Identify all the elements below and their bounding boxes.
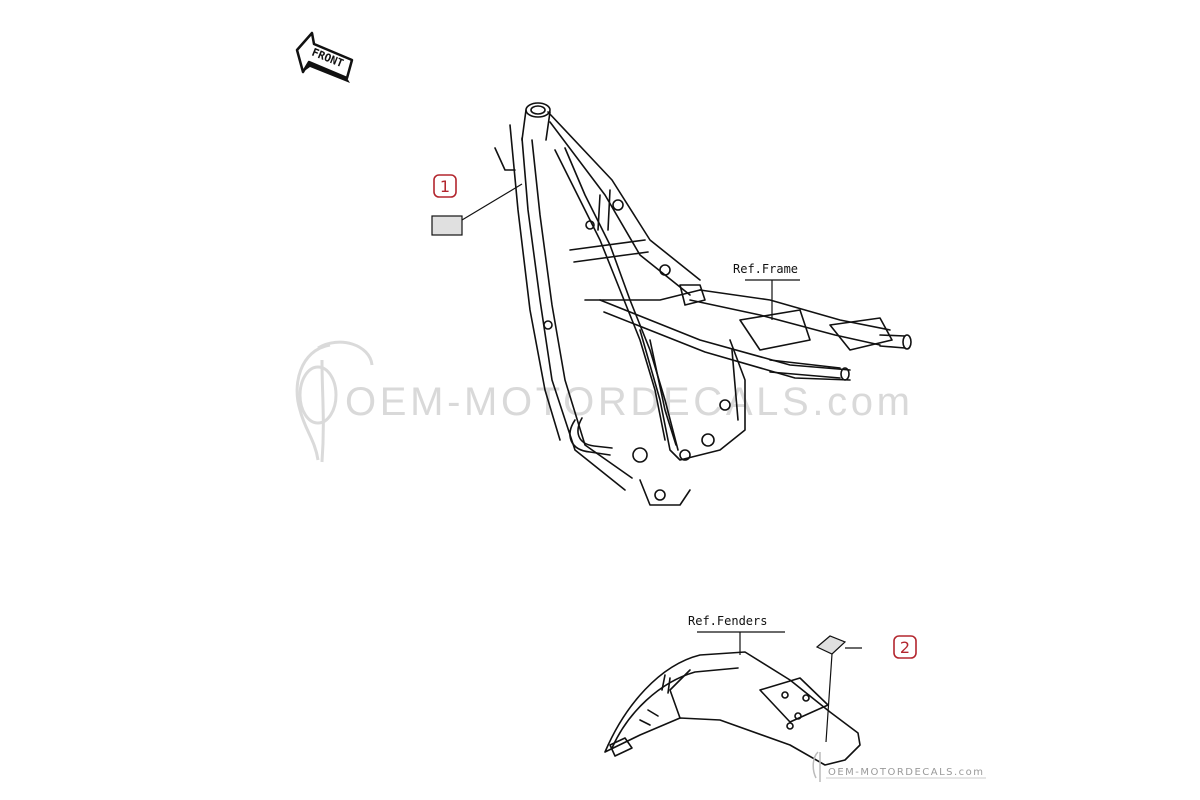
decal-1[interactable] bbox=[431, 215, 463, 236]
leader-line-1 bbox=[461, 183, 523, 221]
fender-drawing bbox=[604, 651, 861, 766]
footer-watermark-text: OEM-MOTORDECALS.com bbox=[828, 767, 983, 778]
footer-logo-icon bbox=[812, 751, 821, 782]
ref-fenders-bracket bbox=[697, 631, 785, 655]
front-arrow: FRONT bbox=[295, 31, 354, 83]
watermark-logo-icon bbox=[295, 340, 374, 463]
callout-2[interactable]: 2 bbox=[893, 635, 917, 659]
watermark: OEM-MOTORDECALS.com bbox=[295, 340, 910, 463]
callout-2-number: 2 bbox=[900, 638, 910, 657]
frame-drawing bbox=[494, 102, 912, 506]
footer-watermark: OEM-MOTORDECALS.com bbox=[812, 751, 986, 782]
callout-1-number: 1 bbox=[440, 177, 450, 196]
ref-frame-bracket bbox=[745, 279, 800, 320]
callout-1[interactable]: 1 bbox=[433, 174, 457, 198]
leader-line-2 bbox=[825, 647, 862, 743]
watermark-text: OEM-MOTORDECALS.com bbox=[345, 380, 910, 424]
decal-2[interactable] bbox=[815, 635, 847, 655]
ref-frame-label: Ref.Frame bbox=[733, 262, 798, 276]
ref-fenders-label: Ref.Fenders bbox=[688, 614, 767, 628]
